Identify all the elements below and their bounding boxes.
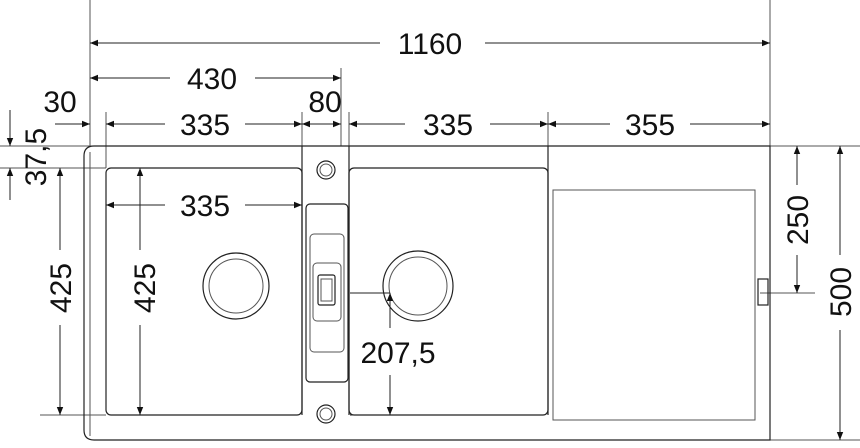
dim-bowl-depth-inner: 425 bbox=[129, 263, 162, 313]
tap-hole-icon bbox=[316, 160, 336, 180]
dim-top-margin: 37,5 bbox=[20, 128, 53, 186]
dim-left-bowl: 335 bbox=[180, 109, 230, 142]
dim-tap-offset: 250 bbox=[782, 195, 815, 245]
overflow-panel bbox=[305, 203, 349, 383]
dim-left-bowl-inner: 335 bbox=[180, 190, 230, 223]
right-bowl bbox=[348, 167, 549, 416]
dim-right-bowl: 335 bbox=[423, 109, 473, 142]
tap-hole-marker bbox=[757, 278, 769, 306]
drainer bbox=[547, 146, 769, 421]
dim-overall-depth: 500 bbox=[825, 267, 858, 317]
dim-drainer: 355 bbox=[625, 109, 675, 142]
sink-outline bbox=[83, 145, 771, 441]
dim-drain-offset: 207,5 bbox=[360, 337, 435, 370]
center-strip bbox=[301, 146, 350, 424]
tap-hole-icon bbox=[316, 404, 336, 424]
dim-edge-offset: 30 bbox=[43, 86, 76, 119]
drain-icon bbox=[202, 252, 270, 320]
dim-left-section: 430 bbox=[187, 63, 237, 96]
dim-overall-width: 1160 bbox=[398, 28, 463, 61]
drain-icon bbox=[382, 250, 454, 322]
dim-center-strip: 80 bbox=[308, 86, 341, 119]
dimension-lines bbox=[6, 39, 844, 440]
dim-bowl-depth-outer: 425 bbox=[45, 263, 78, 313]
